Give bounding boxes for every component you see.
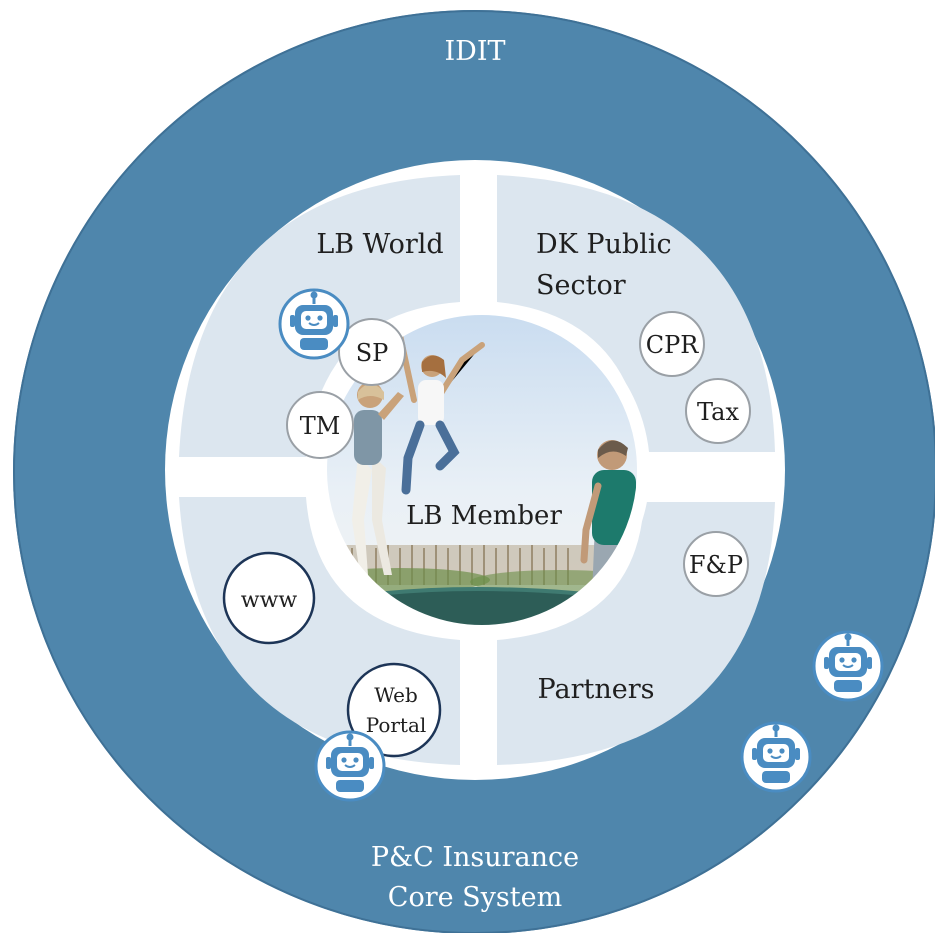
badge-www: www: [222, 551, 316, 645]
svg-text:CPR: CPR: [646, 331, 700, 359]
robot-icon: [314, 730, 386, 802]
outer-ring-bottom-label-line1: P&C Insurance: [371, 842, 579, 873]
svg-text:www: www: [241, 588, 298, 613]
svg-text:TM: TM: [300, 412, 341, 440]
badge-tm: TM: [286, 391, 354, 459]
badge-tax: Tax: [685, 378, 751, 444]
outer-ring-edge: [13, 10, 935, 933]
badge-sp: SP: [338, 318, 406, 386]
center-label: LB Member: [406, 501, 562, 531]
robot-icon: [812, 630, 884, 702]
sector-label-lb-world: LB World: [316, 229, 443, 260]
sector-label-partners: Partners: [538, 674, 655, 705]
robot-icon: [740, 721, 812, 793]
svg-text:Portal: Portal: [366, 713, 427, 737]
svg-text:SP: SP: [356, 339, 389, 367]
sector-label-dk-public-line2: Sector: [536, 270, 626, 301]
outer-ring-top-label: IDIT: [445, 36, 506, 67]
svg-text:Web: Web: [374, 683, 418, 707]
svg-text:Tax: Tax: [697, 398, 739, 426]
robot-icon: [278, 288, 350, 360]
badge-web-portal: Web Portal: [346, 662, 442, 758]
badge-fp: F&P: [683, 531, 749, 597]
outer-ring-bottom-label-line2: Core System: [388, 882, 562, 913]
badge-cpr: CPR: [639, 311, 705, 377]
sector-label-dk-public-line1: DK Public: [536, 229, 672, 260]
svg-text:F&P: F&P: [689, 551, 743, 579]
